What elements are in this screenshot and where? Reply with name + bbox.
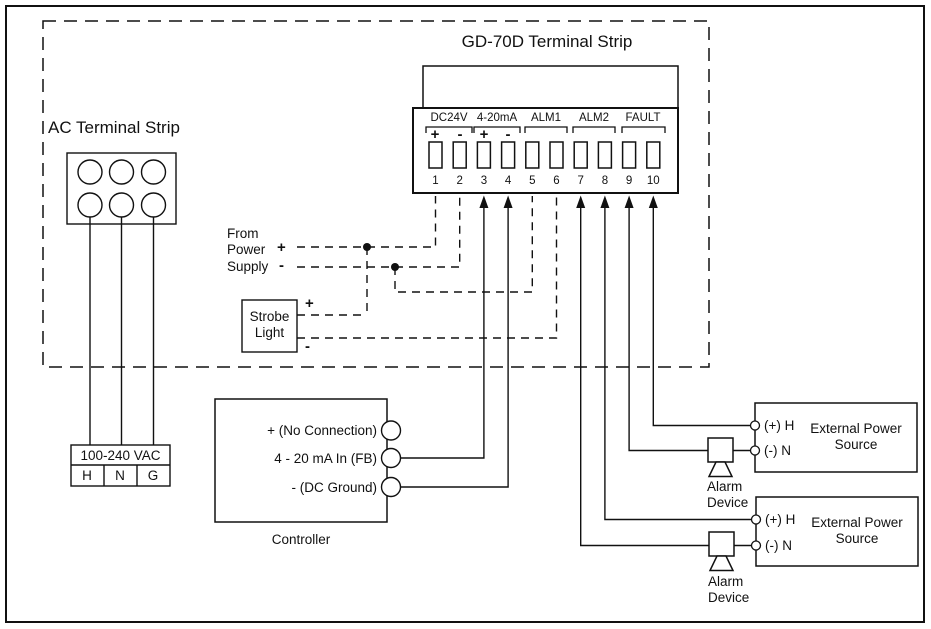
port-fb-circle: [380, 447, 402, 469]
vac-cell-h: H: [82, 468, 92, 483]
source1-label: External Power Source: [810, 421, 902, 452]
page-border: [5, 5, 925, 623]
4-20ma-minus-sign: -: [505, 126, 511, 143]
terminal-slot-8: [597, 141, 613, 169]
wire-t7-alarm2: [580, 198, 752, 547]
port-no-connection-circle: [380, 420, 402, 441]
strobe-plus-sign: +: [305, 295, 314, 312]
gd70d-module-box: [422, 65, 679, 109]
dc24v-minus-sign: -: [457, 126, 463, 143]
terminal-number-9: 9: [625, 175, 633, 187]
alarm-device-2-icon: [708, 531, 735, 572]
power-supply-line2: Power: [227, 242, 266, 257]
terminal-slot-3: [476, 141, 492, 169]
power-source-terminals: [749, 420, 762, 551]
ac-terminal-block: [66, 152, 177, 225]
wire-t8-source2: [604, 198, 752, 521]
terminal-slot-2: [452, 141, 467, 169]
ac-terminal-strip-title: AC Terminal Strip: [48, 118, 180, 137]
wire-minus-branch-t5: [394, 196, 533, 293]
alarm-device-1-label: Alarm Device: [707, 479, 749, 510]
dashed-boundary: [42, 20, 710, 368]
dashed-wires: [297, 196, 558, 339]
terminal-slot-9: [621, 141, 637, 169]
power-supply-minus-sign: -: [279, 257, 284, 274]
vac-cell-n: N: [115, 468, 125, 483]
power-supply-line3: Supply: [227, 259, 269, 274]
terminal-number-3: 3: [480, 175, 488, 187]
port-dc-ground-circle: [380, 476, 402, 498]
terminal-number-5: 5: [529, 175, 536, 187]
terminal-slot-5: [525, 141, 540, 169]
terminal-number-4: 4: [504, 175, 512, 187]
terminal-slot-4: [500, 141, 516, 169]
junction-dot-minus: [391, 263, 399, 271]
vac-block: [70, 444, 171, 487]
source1-neg-label: (-) N: [764, 443, 791, 458]
strobe-light-label: Strobe Light: [249, 309, 290, 340]
vac-title: 100-240 VAC: [80, 448, 161, 463]
strobe-light-box: [241, 299, 298, 353]
terminal-slots: [428, 141, 661, 169]
terminal-strip-box: [412, 107, 679, 194]
wire-power-minus-t2: [297, 196, 461, 268]
group-label-dc24v: DC24V: [430, 112, 468, 124]
wire-t9-alarm1: [628, 198, 751, 452]
source2-pos-label: (+) H: [765, 512, 796, 527]
controller-label: Controller: [271, 532, 331, 547]
ac-wires: [89, 217, 155, 445]
group-label-alm1: ALM1: [530, 112, 562, 124]
group-label-4-20ma: 4-20mA: [476, 112, 518, 124]
controller-port-dc-ground: - (DC Ground): [291, 480, 377, 495]
wire-strobe-minus-t6: [297, 196, 558, 339]
group-label-fault: FAULT: [625, 112, 661, 124]
source2-label: External Power Source: [811, 515, 903, 546]
alarm-device-2-label: Alarm Device: [708, 574, 750, 605]
group-label-alm2: ALM2: [578, 112, 610, 124]
source2-neg-label: (-) N: [765, 538, 792, 553]
controller-port-no-connection: + (No Connection): [267, 423, 377, 438]
wire-ground-t4: [400, 198, 509, 488]
terminal-number-10: 10: [646, 175, 660, 187]
terminal-slot-1: [428, 141, 443, 169]
power-supply-line1: From: [227, 226, 259, 241]
wire-power-plus-t1: [297, 196, 437, 248]
wire-t10-source1: [652, 198, 751, 427]
terminal-number-2: 2: [456, 175, 463, 187]
vac-cell-g: G: [147, 468, 159, 483]
controller-port-fb: 4 - 20 mA In (FB): [274, 451, 377, 466]
dc24v-plus-sign: +: [430, 126, 440, 143]
solid-wires: [400, 198, 752, 547]
4-20ma-plus-sign: +: [479, 126, 489, 143]
terminal-number-7: 7: [577, 175, 584, 187]
terminal-slot-7: [573, 141, 588, 169]
wire-arrowheads: [479, 195, 658, 208]
power-source-2-box: [755, 496, 919, 567]
terminal-number-6: 6: [553, 175, 560, 187]
terminal-slot-10: [646, 141, 661, 169]
strobe-minus-sign: -: [305, 338, 310, 355]
alarm-device-1-icon: [707, 437, 734, 478]
terminal-number-8: 8: [601, 175, 609, 187]
junction-dot-plus: [363, 243, 371, 251]
source1-pos-label: (+) H: [764, 418, 795, 433]
wire-fb-t3: [400, 198, 485, 459]
terminal-slot-6: [549, 141, 564, 169]
terminal-number-1: 1: [432, 175, 439, 187]
group-brackets: [425, 126, 666, 133]
power-supply-plus-sign: +: [277, 239, 286, 256]
gd70d-title: GD-70D Terminal Strip: [461, 32, 633, 51]
controller-port-circles: [380, 420, 402, 498]
power-source-1-box: [754, 402, 918, 473]
